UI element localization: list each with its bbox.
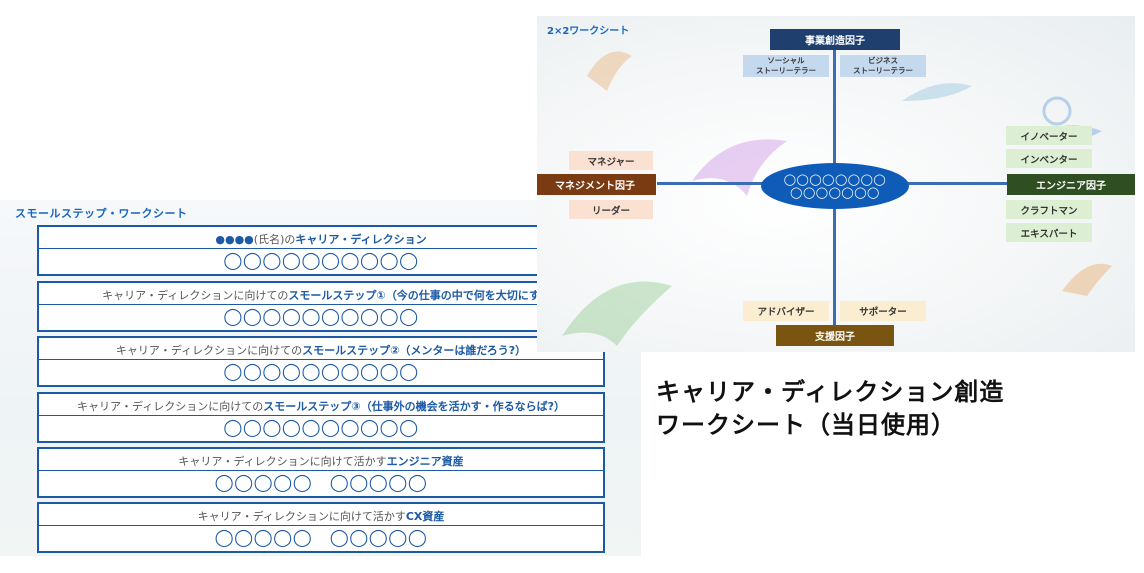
expert-tag: エキスパート <box>1006 223 1092 242</box>
management-factor: マネジメント因子 <box>537 174 656 195</box>
caption-line-2: ワークシート（当日使用） <box>656 411 956 439</box>
advisor-tag: アドバイザー <box>743 301 829 321</box>
leader-tag: リーダー <box>569 200 653 219</box>
center-oval: ◯◯◯◯◯◯◯◯ ◯◯◯◯◯◯◯ <box>761 163 909 209</box>
small-step-worksheet: スモールステップ・ワークシート ●●●●(氏名)のキャリア・ディレクション ◯◯… <box>0 200 641 556</box>
two-by-two-worksheet: 2×2ワークシート ◯◯◯◯◯◯◯◯ ◯◯◯◯◯◯◯ 事業創造因子 ソーシャル … <box>537 16 1135 352</box>
supporter-tag: サポーター <box>840 301 926 321</box>
career-direction-label: キャリア・ディレクション <box>295 233 427 246</box>
worksheet-title: スモールステップ・ワークシート <box>15 207 188 220</box>
box-prefix: キャリア・ディレクションに向けて活かす <box>197 510 406 523</box>
figure-decoration-icon <box>1062 263 1112 296</box>
center-line-2: ◯◯◯◯◯◯◯ <box>790 186 880 199</box>
worksheet-box-cx-assets: キャリア・ディレクションに向けて活かすCX資産 ◯◯◯◯◯ ◯◯◯◯◯ <box>37 502 605 553</box>
box-prefix: キャリア・ディレクションに向けての <box>102 289 289 302</box>
manager-tag: マネジャー <box>569 151 653 170</box>
figure-decoration-icon <box>902 83 972 101</box>
worksheet-box-small-step-1: キャリア・ディレクションに向けてのスモールステップ①（今の仕事の中で何を大切にす… <box>37 281 605 332</box>
name-hint: (氏名)の <box>253 233 296 246</box>
business-storyteller-tag: ビジネス ストーリーテラー <box>840 55 926 77</box>
cx-assets-label: CX資産 <box>405 510 445 523</box>
answer-circles: ◯◯◯◯◯◯◯◯◯◯ <box>223 362 419 382</box>
engineer-factor: エンジニア因子 <box>1007 174 1135 195</box>
innovator-tag: イノベーター <box>1006 126 1092 145</box>
small-step-1-label: スモールステップ①（今の仕事の中で何を大切にす <box>288 289 540 302</box>
name-placeholder-dots: ●●●● <box>215 233 254 246</box>
caption-line-1: キャリア・ディレクション創造 <box>656 378 1005 406</box>
worksheet-box-small-step-2: キャリア・ディレクションに向けてのスモールステップ②（メンターは誰だろう?） ◯… <box>37 336 605 387</box>
answer-circles: ◯◯◯◯◯ ◯◯◯◯◯ <box>214 528 428 548</box>
green-figure-decoration-icon <box>562 281 672 346</box>
worksheet-box-career-direction: ●●●●(氏名)のキャリア・ディレクション ◯◯◯◯◯◯◯◯◯◯ <box>37 225 605 276</box>
worksheet-box-small-step-3: キャリア・ディレクションに向けてのスモールステップ③（仕事外の機会を活かす・作る… <box>37 392 605 443</box>
small-step-3-label: スモールステップ③（仕事外の機会を活かす・作るならば?） <box>263 400 565 413</box>
box-prefix: キャリア・ディレクションに向けての <box>77 400 264 413</box>
craftsman-tag: クラフトマン <box>1006 200 1092 219</box>
diagram-title: 2×2ワークシート <box>547 26 630 37</box>
center-line-1: ◯◯◯◯◯◯◯◯ <box>783 173 887 186</box>
business-creation-factor: 事業創造因子 <box>770 29 900 50</box>
box-prefix: キャリア・ディレクションに向けての <box>115 344 303 357</box>
cupid-decoration-icon <box>587 51 632 91</box>
social-storyteller-tag: ソーシャル ストーリーテラー <box>743 55 829 77</box>
inventor-tag: インベンター <box>1006 149 1092 168</box>
worksheet-box-engineer-assets: キャリア・ディレクションに向けて活かすエンジニア資産 ◯◯◯◯◯ ◯◯◯◯◯ <box>37 447 605 498</box>
box-prefix: キャリア・ディレクションに向けて活かす <box>178 455 387 468</box>
answer-circles: ◯◯◯◯◯◯◯◯◯◯ <box>223 251 419 271</box>
angel-decoration-icon <box>692 139 787 196</box>
answer-circles: ◯◯◯◯◯◯◯◯◯◯ <box>223 307 419 327</box>
engineer-assets-label: エンジニア資産 <box>386 455 464 468</box>
answer-circles: ◯◯◯◯◯ ◯◯◯◯◯ <box>214 473 428 493</box>
slide-caption: キャリア・ディレクション創造 ワークシート（当日使用） <box>656 376 1004 442</box>
support-factor: 支援因子 <box>776 325 894 346</box>
small-step-2-label: スモールステップ②（メンターは誰だろう?） <box>302 344 527 357</box>
answer-circles: ◯◯◯◯◯◯◯◯◯◯ <box>223 418 419 438</box>
